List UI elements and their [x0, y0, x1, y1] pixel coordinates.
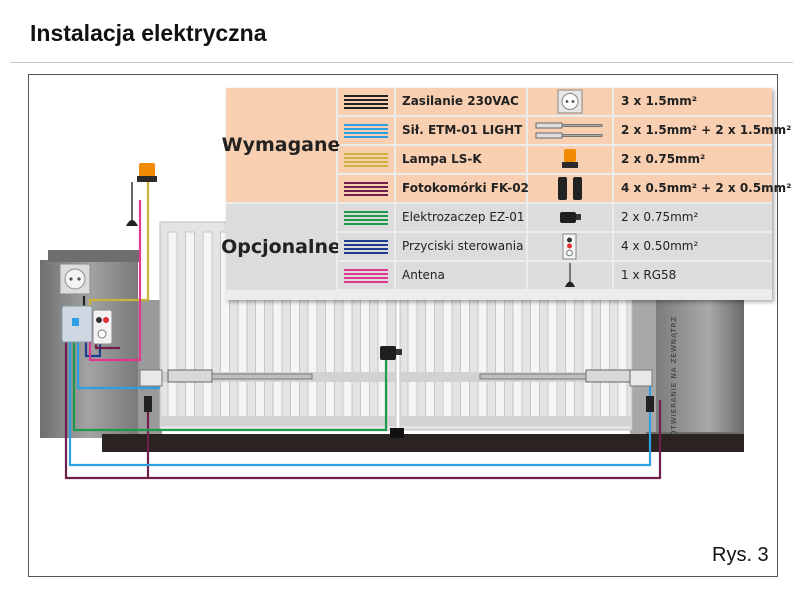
legend-row: Antena 1 x RG58: [226, 262, 772, 291]
figure-label: Rys. 3: [712, 544, 769, 566]
control-box: [61, 305, 93, 343]
warning-lamp-icon: [528, 146, 612, 173]
post-vertical-text: OTWIERANIE NA ZEWNĄTRZ: [670, 316, 678, 436]
gate-bar: [167, 231, 178, 425]
legend-row: Elektrozaczep EZ-01 2 x 0.75mm²: [226, 204, 772, 233]
legend-row: Przyciski sterowania 4 x 0.50mm²: [226, 233, 772, 262]
lock-keeper: [390, 428, 404, 438]
title-divider: [10, 62, 793, 63]
left-actuator: [139, 369, 313, 387]
cable-name: Elektrozaczep EZ-01: [396, 204, 526, 231]
antenna-icon: [126, 182, 138, 226]
cable-color-swatch: [338, 175, 394, 202]
cable-color-swatch: [338, 146, 394, 173]
power-socket-icon: [59, 263, 91, 295]
cable-legend-table: Wymagane Opcjonalne Zasilanie 230VAC 3 x …: [221, 88, 791, 300]
cable-color-swatch: [338, 233, 394, 260]
antenna-icon: [528, 262, 612, 289]
cable-name: Antena: [396, 262, 526, 289]
electric-lock-icon: [380, 346, 402, 360]
group-optional-label: Opcjonalne: [221, 204, 341, 290]
page-title: Instalacja elektryczna: [30, 20, 267, 46]
control-buttons-icon: [92, 309, 113, 345]
photocell-icon: [144, 396, 654, 412]
legend-row: Sił. ETM-01 LIGHT 2 x 1.5mm² + 2 x 1.5mm²: [226, 117, 791, 146]
photocell-cable: [64, 340, 662, 480]
antenna-cable: [88, 200, 142, 362]
diagram-frame: [28, 74, 778, 577]
right-pillar: [630, 290, 744, 440]
group-required-label: Wymagane: [222, 88, 340, 202]
legend-row: Fotokomórki FK-02 4 x 0.5mm² + 2 x 0.5mm²: [226, 175, 791, 204]
cable-spec: 4 x 0.5mm² + 2 x 0.5mm²: [614, 175, 791, 202]
power-socket-icon: [528, 88, 612, 115]
cable-name: Lampa LS-K: [396, 146, 526, 173]
cable-color-swatch: [338, 117, 394, 144]
cable-spec: 2 x 0.75mm²: [614, 204, 772, 231]
control-buttons-icon: [528, 233, 612, 260]
electric-lock-icon: [528, 204, 612, 231]
gate-bar: [185, 231, 195, 425]
cable-spec: 3 x 1.5mm²: [614, 88, 772, 115]
wiring: [64, 182, 662, 480]
ground-beam: [102, 434, 744, 452]
lock-cable: [72, 340, 388, 432]
actuator-cable-left: [76, 340, 160, 390]
cable-spec: 2 x 0.75mm²: [614, 146, 772, 173]
right-actuator: [479, 369, 653, 387]
warning-lamp-icon: [137, 163, 157, 182]
actuator-icon: [528, 117, 612, 144]
cable-name: Fotokomórki FK-02: [396, 175, 529, 202]
cable-spec: 4 x 0.50mm²: [614, 233, 772, 260]
legend-row: Zasilanie 230VAC 3 x 1.5mm²: [226, 88, 772, 117]
cable-name: Przyciski sterowania: [396, 233, 526, 260]
cable-spec: 1 x RG58: [614, 262, 772, 289]
photocell-icon: [528, 175, 612, 202]
cable-color-swatch: [338, 262, 394, 289]
cable-color-swatch: [338, 88, 394, 115]
legend-row: Lampa LS-K 2 x 0.75mm²: [226, 146, 772, 175]
cable-color-swatch: [338, 204, 394, 231]
cable-name: Sił. ETM-01 LIGHT: [396, 117, 526, 144]
cable-spec: 2 x 1.5mm² + 2 x 1.5mm²: [614, 117, 791, 144]
actuator-cable-right: [68, 340, 652, 467]
cable-name: Zasilanie 230VAC: [396, 88, 526, 115]
gate-bar: [202, 231, 213, 425]
